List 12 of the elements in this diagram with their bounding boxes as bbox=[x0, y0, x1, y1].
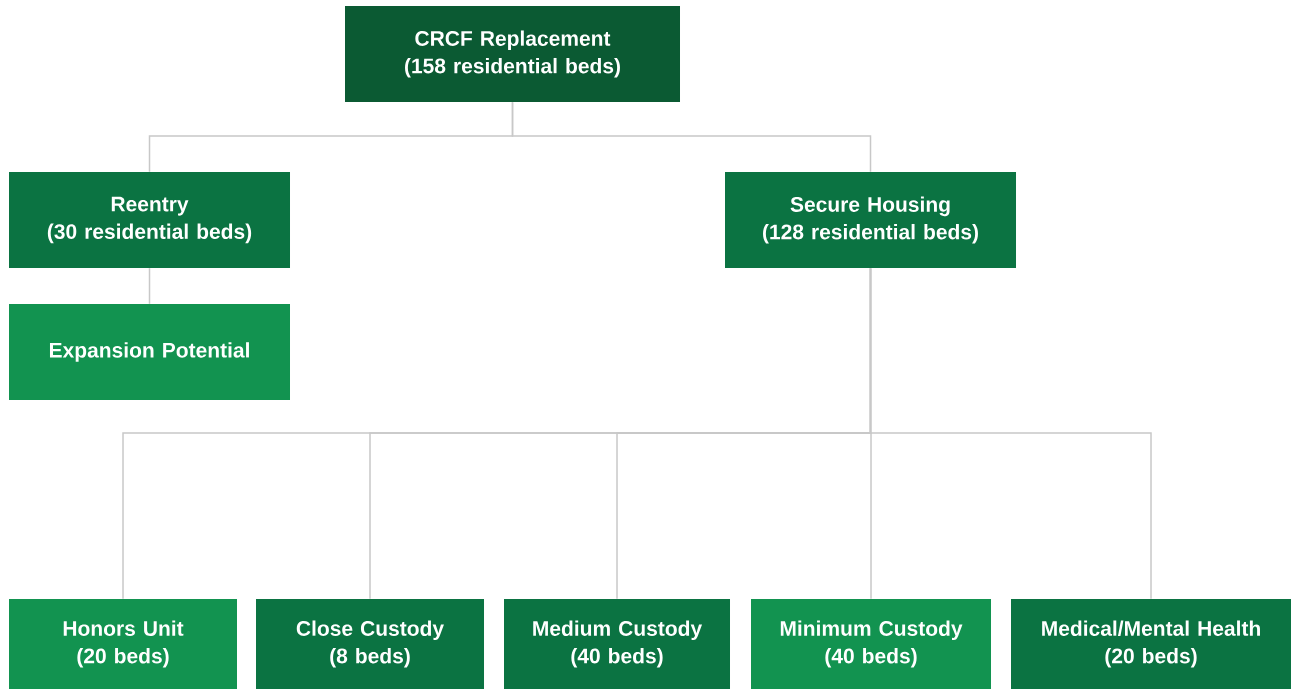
connector-line bbox=[511, 101, 872, 173]
org-box: Expansion Potential bbox=[9, 304, 290, 400]
org-box: Medium Custody (40 beds) bbox=[504, 599, 730, 689]
org-box: Minimum Custody (40 beds) bbox=[751, 599, 991, 689]
org-box: Reentry (30 residential beds) bbox=[9, 172, 290, 268]
org-box: CRCF Replacement (158 residential beds) bbox=[345, 6, 680, 102]
org-box: Close Custody (8 beds) bbox=[256, 599, 484, 689]
org-box: Medical/Mental Health (20 beds) bbox=[1011, 599, 1291, 689]
connector-line bbox=[148, 267, 151, 305]
org-box: Secure Housing (128 residential beds) bbox=[725, 172, 1016, 268]
org-box: Honors Unit (20 beds) bbox=[9, 599, 237, 689]
connector-line bbox=[869, 267, 1152, 600]
